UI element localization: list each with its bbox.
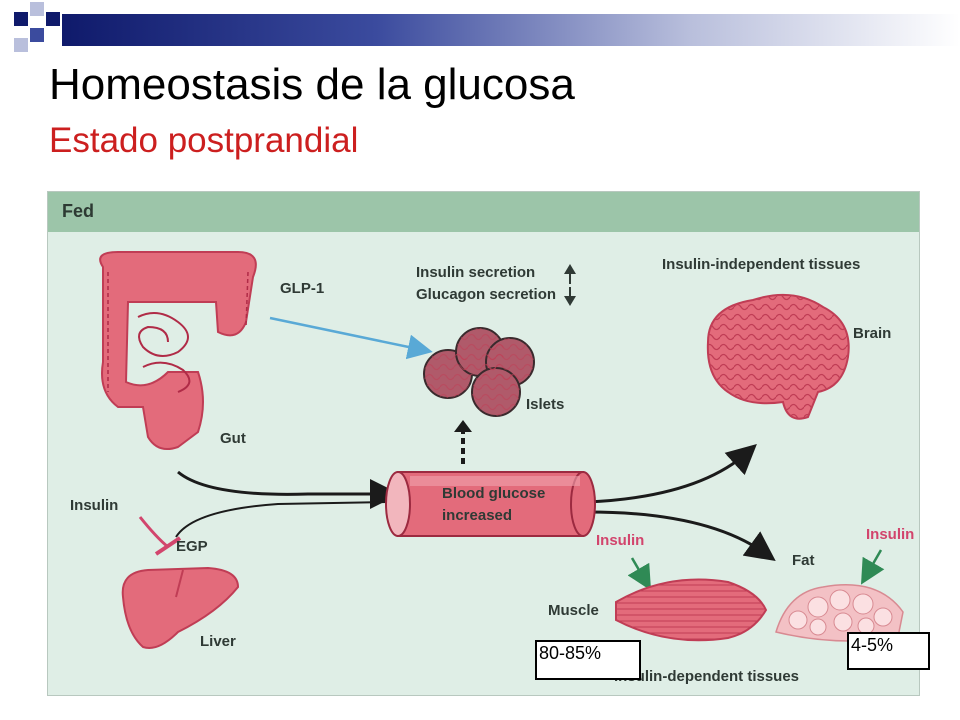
muscle-illustration [615,578,768,642]
glucagon-secretion-label: Glucagon secretion [416,286,557,303]
brain-label: Brain [853,325,892,342]
blood-to-brain-arrow [587,443,757,504]
liver-label: Liver [200,633,236,650]
egp-to-blood-line [175,501,389,538]
insulin-fat-arrow [861,549,885,585]
blood-to-tissues-arrow [587,510,776,562]
secretion-arrows [564,264,576,306]
glucose-homeostasis-figure: Fed [47,191,920,696]
brain-illustration [706,293,850,420]
fat-percent-box: 4-5% [847,632,930,670]
fat-label: Fat [792,552,815,569]
fed-header-bar: Fed [48,192,919,232]
gut-to-blood-arrow [177,470,400,509]
insulin-independent-label: Insulin-independent tissues [662,256,861,273]
insulin-muscle-label: Insulin [596,532,645,549]
muscle-label: Muscle [548,602,599,619]
glp1-arrow [269,316,433,360]
deco-square-5 [14,38,28,52]
slide-title: Homeostasis de la glucosa [49,60,575,109]
insulin-inhibition-line [138,516,169,549]
fed-header-label: Fed [62,201,95,221]
slide-subtitle: Estado postprandial [49,121,359,160]
blood-vessel-illustration [385,471,596,537]
glp1-label: GLP-1 [280,280,325,297]
islets-label: Islets [526,396,565,413]
insulin-muscle-arrow [627,557,652,591]
egp-label: EGP [176,538,208,555]
insulin-dependent-label: Insulin-dependent tissues [614,668,800,685]
deco-square-1 [14,12,28,26]
islets-illustration [423,327,535,417]
insulin-secretion-label: Insulin secretion [416,264,536,281]
gut-label: Gut [220,430,246,447]
gut-illustration [99,251,257,450]
deco-square-2 [30,2,44,16]
fat-illustration [775,584,904,642]
diagram-artwork [99,251,904,649]
muscle-percent-box: 80-85% [535,640,641,680]
blood-glucose-label: Blood glucose [442,485,546,502]
blood-glucose-increased-label: increased [442,507,513,524]
title-banner [62,14,960,46]
insulin-left-label: Insulin [70,497,119,514]
deco-square-3 [46,12,60,26]
liver-illustration [121,566,240,649]
insulin-fat-label: Insulin [866,526,915,543]
deco-square-4 [30,28,44,42]
